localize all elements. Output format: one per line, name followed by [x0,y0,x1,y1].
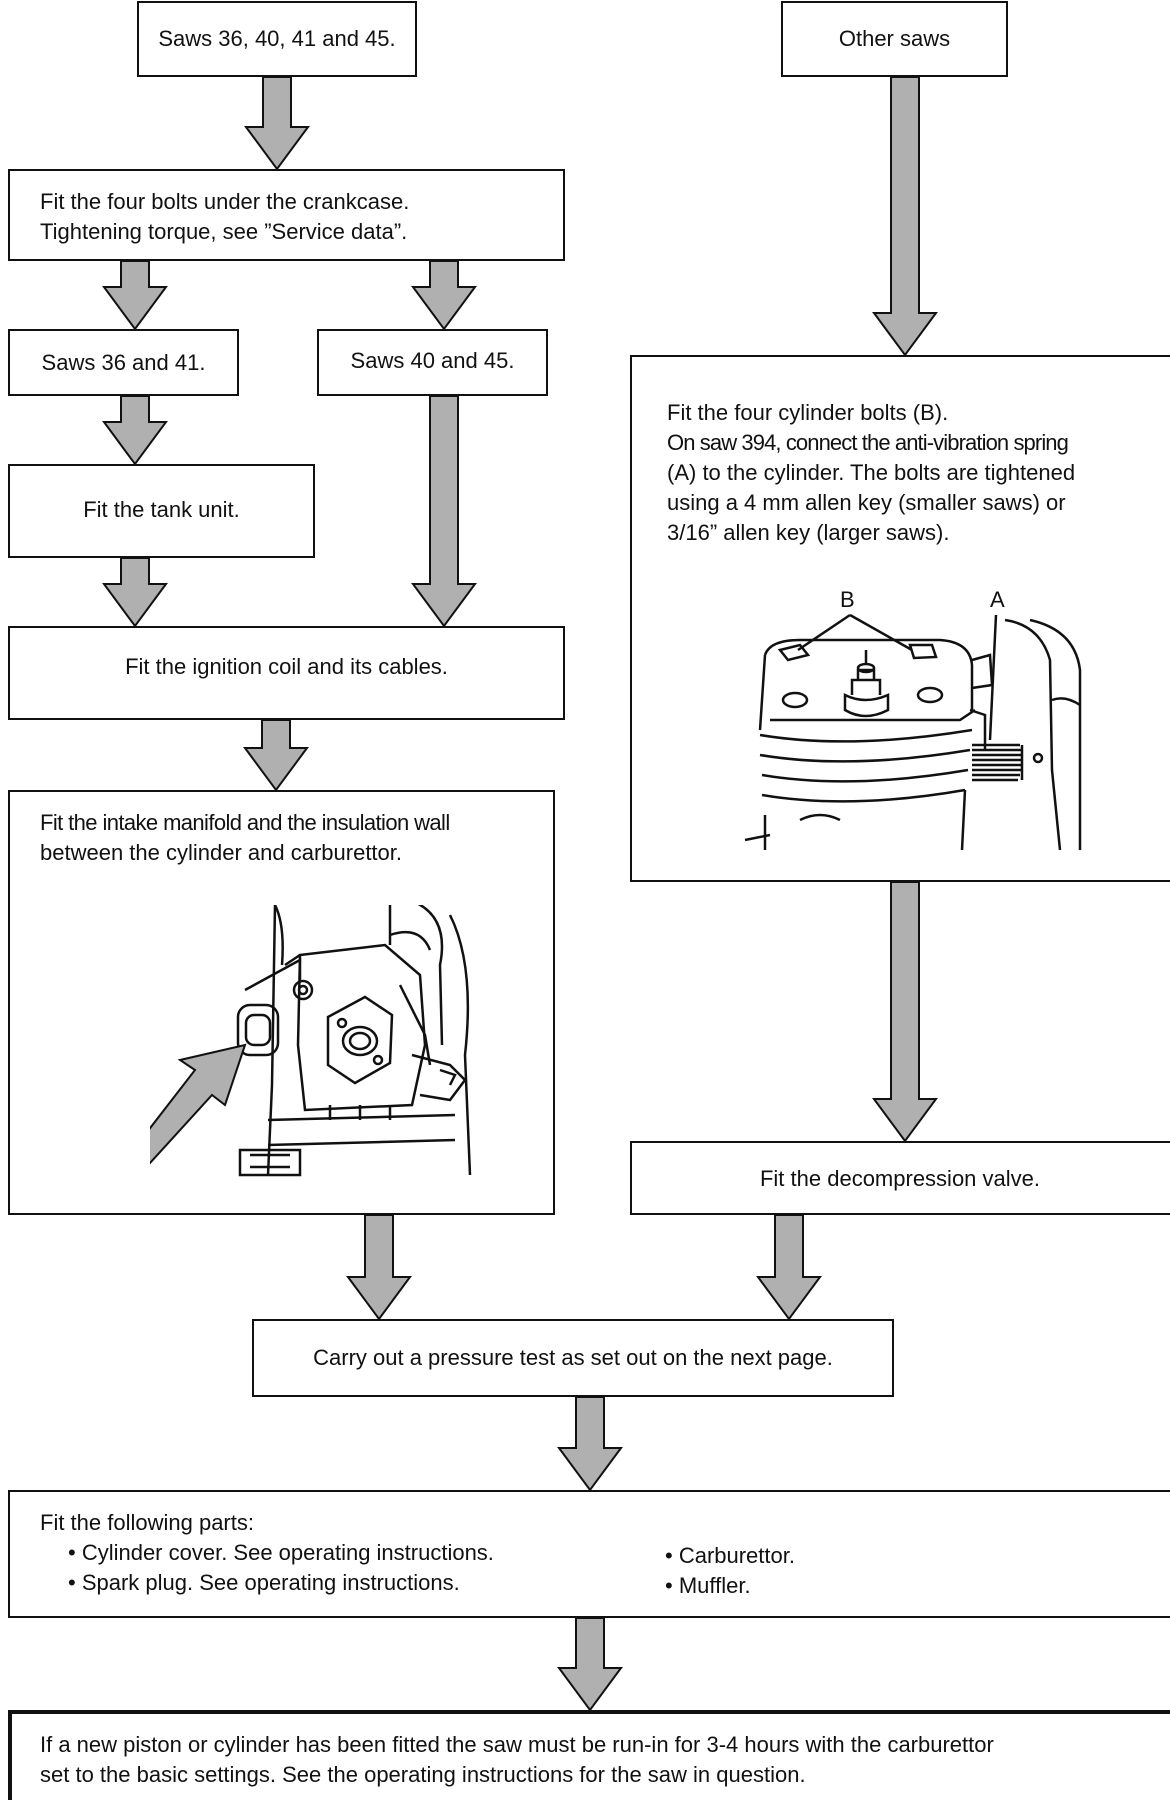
label-saws-36-40-41-45: Saws 36, 40, 41 and 45. [158,26,396,51]
arrow-parts-to-runin [557,1617,623,1712]
box-saws-36-41 [8,329,239,396]
text-cyl-bolts-line4: using a 4 mm allen key (smaller saws) or [667,490,1066,515]
label-fit-ignition-coil: Fit the ignition coil and its cables. [125,654,448,679]
label-b: B [840,587,855,612]
label-fit-decompression: Fit the decompression valve. [759,1166,1041,1191]
arrow-ignition-to-intake [243,719,309,792]
arrow-crankcase-to-36-41 [102,260,168,331]
list-item-carburettor: • Carburettor. [665,1543,795,1568]
text-tightening-torque: Tightening torque, see ”Service data”. [40,219,408,244]
label-other-saws: Other saws [838,26,951,51]
text-fit-parts-title: Fit the following parts: [40,1510,254,1535]
text-fit-intake-line1: Fit the intake manifold and the insulati… [40,810,450,835]
arrow-40-45-to-ignition [411,395,477,628]
arrow-intake-to-pressure [346,1214,412,1321]
box-saws-36-40-41-45 [137,1,417,77]
cylinder-illustration [744,613,1082,851]
box-run-in-note [8,1710,1170,1800]
list-item-spark-plug: • Spark plug. See operating instructions… [68,1570,460,1595]
text-fit-intake-line2: between the cylinder and carburettor. [40,840,403,865]
box-fit-ignition-coil [8,626,565,720]
arrow-other-to-cylinder-bolts [872,76,938,357]
label-fit-tank-unit: Fit the tank unit. [83,497,240,522]
box-other-saws [781,1,1008,77]
box-fit-bolts-crankcase [8,169,565,261]
arrow-decompression-to-pressure [756,1214,822,1321]
arrow-cylinder-to-decompression [872,881,938,1143]
arrow-36-41-to-tank [102,395,168,466]
intake-manifold-illustration [150,905,472,1177]
list-item-cylinder-cover: • Cylinder cover. See operating instruct… [68,1540,494,1565]
pointer-arrow-icon [150,1043,247,1165]
label-saws-36-41: Saws 36 and 41. [41,350,206,375]
text-cyl-bolts-line1: Fit the four cylinder bolts (B). [667,400,949,425]
text-cyl-bolts-line5: 3/16” allen key (larger saws). [667,520,950,545]
box-pressure-test [252,1319,894,1397]
arrow-saws-to-crankcase [244,76,310,171]
text-fit-bolts-crankcase: Fit the four bolts under the crankcase. [40,189,410,214]
text-cyl-bolts-line2: On saw 394, connect the anti-vibration s… [667,430,1069,455]
arrow-crankcase-to-40-45 [411,260,477,331]
label-saws-40-45: Saws 40 and 45. [350,348,515,373]
arrow-pressure-to-parts [557,1396,623,1492]
list-item-muffler: • Muffler. [665,1573,751,1598]
text-runin-line1: If a new piston or cylinder has been fit… [40,1732,994,1757]
label-a: A [990,587,1005,612]
text-cyl-bolts-line3: (A) to the cylinder. The bolts are tight… [667,460,1076,485]
label-pressure-test: Carry out a pressure test as set out on … [313,1345,833,1370]
box-fit-decompression-valve [630,1141,1170,1215]
arrow-tank-to-ignition [102,557,168,628]
text-runin-line2: set to the basic settings. See the opera… [40,1762,806,1787]
